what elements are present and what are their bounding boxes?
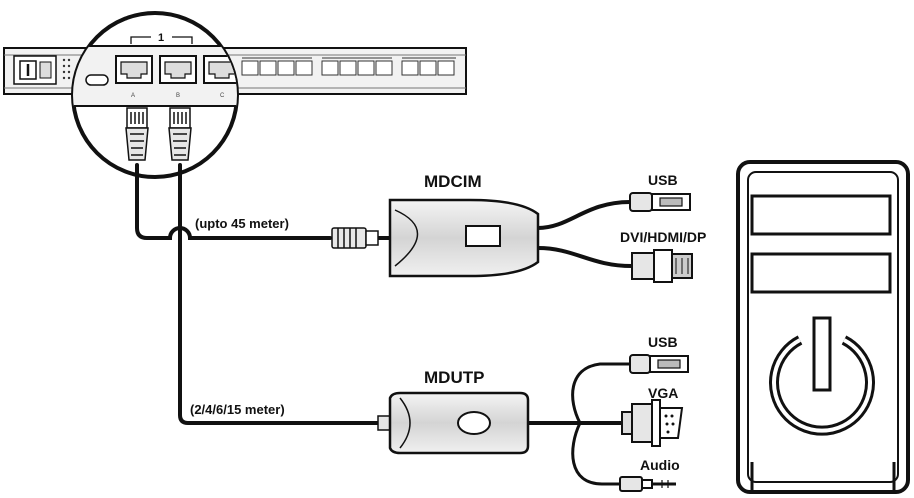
cable-to-mdutp — [178, 163, 382, 425]
rj45-port-b — [159, 55, 197, 84]
port-letter-a: A — [131, 93, 135, 99]
rj45-plug-a — [125, 107, 149, 161]
mdcim-cable-length: (upto 45 meter) — [195, 216, 289, 231]
mdutp-audio-label: Audio — [640, 457, 680, 473]
drive-bay-2 — [750, 252, 892, 294]
mdcim-dvi-plug-icon — [631, 249, 693, 283]
mdutp-usb-label: USB — [648, 334, 678, 350]
mdutp-label: MDUTP — [424, 368, 484, 387]
port-letter-c: C — [220, 93, 225, 99]
magnifier: A B C 1 — [71, 11, 239, 179]
power-icon — [769, 316, 875, 436]
mdutp-usb-plug-icon — [629, 354, 689, 374]
mdutp-vga-label: VGA — [648, 385, 678, 401]
mdcim-video-label: DVI/HDMI/DP — [620, 229, 706, 245]
usb-slot-icon — [85, 74, 109, 86]
port-letter-b: B — [176, 93, 180, 99]
mdcim-usb-label: USB — [648, 172, 678, 188]
mdutp-cable-length: (2/4/6/15 meter) — [190, 402, 285, 417]
mdcim-rj45-plug-icon — [331, 227, 379, 249]
port-strip — [241, 57, 456, 76]
mdutp-adapter: MDUTP (2/4/6/15 meter) USB VGA — [190, 334, 689, 492]
computer-tower — [736, 160, 910, 494]
drive-bay-1 — [750, 194, 892, 236]
rj45-plug-b — [168, 107, 192, 161]
cables — [135, 163, 382, 425]
mdcim-adapter: MDCIM (upto 45 meter) USB DVI/HDMI/DP — [195, 172, 706, 283]
vent-holes — [62, 58, 71, 80]
mdcim-label: MDCIM — [424, 172, 482, 191]
mdutp-audio-jack-icon — [619, 476, 676, 492]
port-group-label: 1 — [158, 32, 164, 44]
rj45-port-a — [115, 55, 153, 84]
mdutp-vga-plug-icon — [621, 399, 684, 447]
power-inlet-icon — [13, 55, 57, 85]
cable-to-mdcim — [135, 163, 332, 240]
mdcim-usb-plug-icon — [629, 192, 691, 212]
